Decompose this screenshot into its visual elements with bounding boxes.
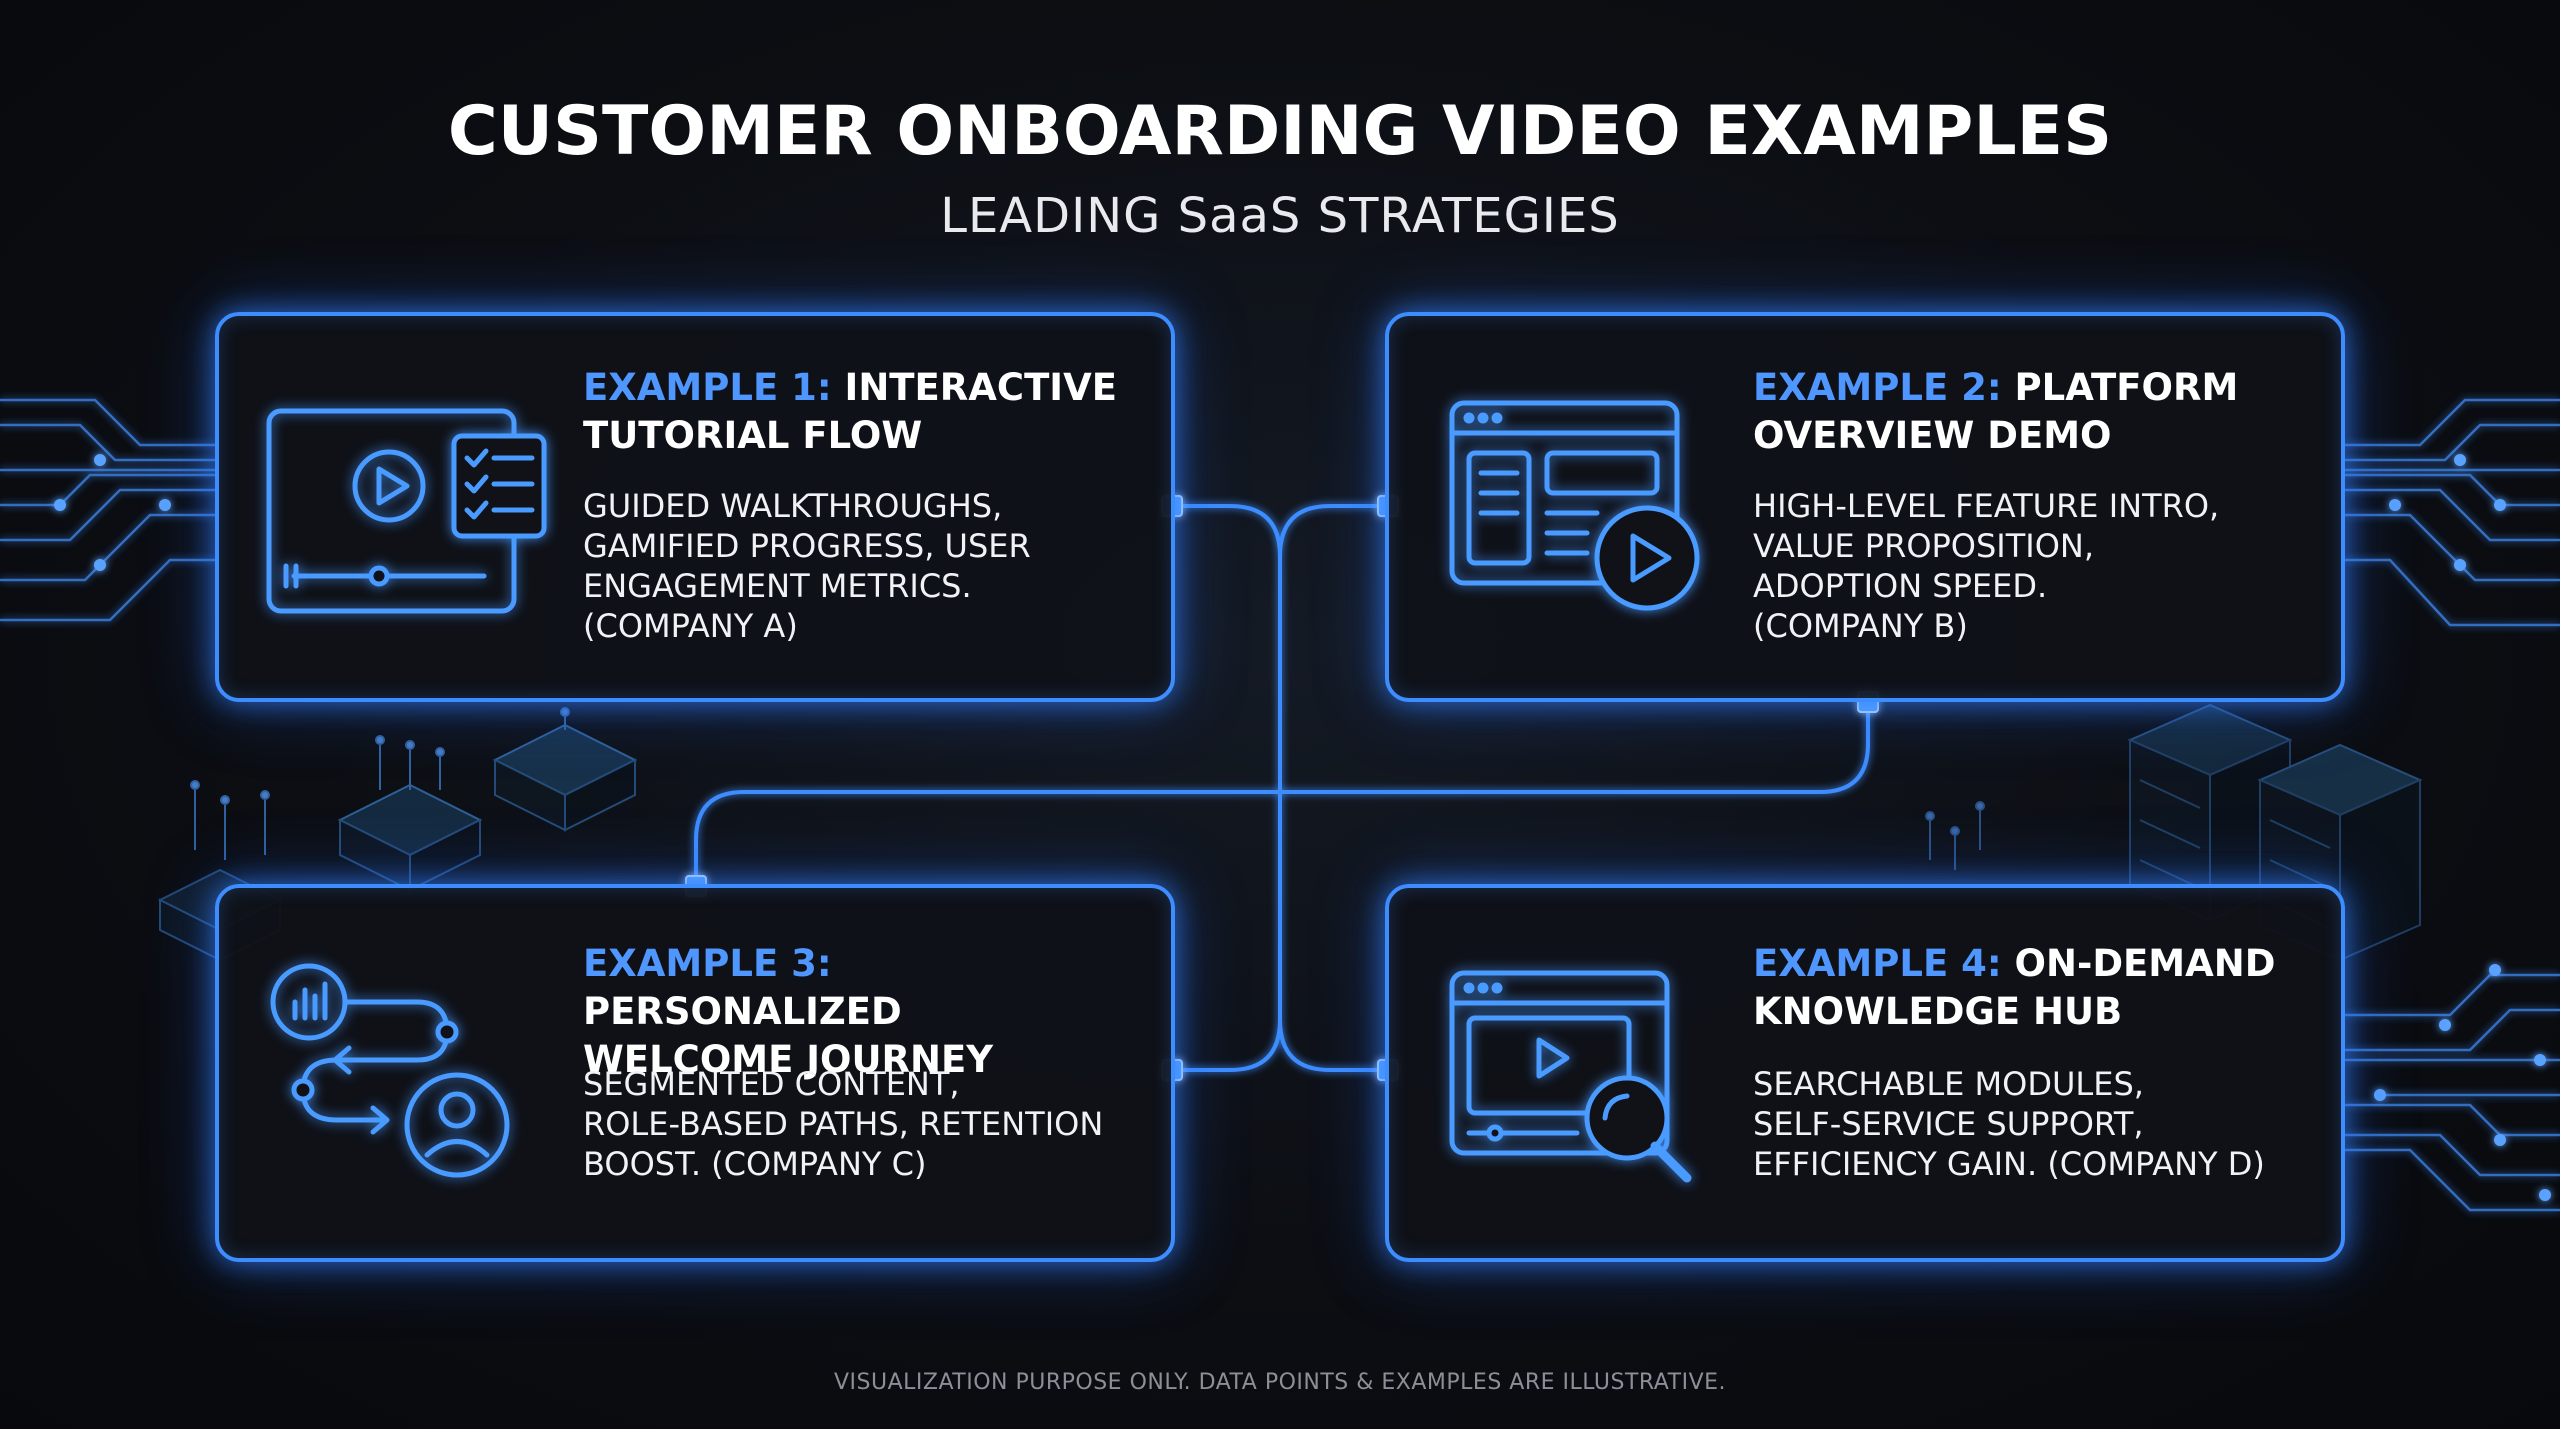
card-3-description: SEGMENTED CONTENT, ROLE-BASED PATHS, RET… [583, 1064, 1163, 1184]
circuit-traces-right-bottom [2345, 973, 2560, 1212]
server-racks-right [1925, 703, 2423, 962]
user-journey-icon [270, 963, 510, 1178]
card-1-body-line: (COMPANY A) [583, 607, 798, 645]
circuit-nodes-right-bottom [2374, 964, 2551, 1201]
card-4-body-line: EFFICIENCY GAIN. (COMPANY D) [1753, 1145, 2265, 1183]
example-card-4: EXAMPLE 4: ON-DEMAND KNOWLEDGE HUB SEARC… [1385, 884, 2345, 1262]
page-title: CUSTOMER ONBOARDING VIDEO EXAMPLES [447, 92, 2113, 171]
circuit-traces-left [0, 398, 215, 622]
example-card-1: EXAMPLE 1: INTERACTIVE TUTORIAL FLOW GUI… [215, 312, 1175, 702]
card-3-body-line: SEGMENTED CONTENT, [583, 1065, 960, 1103]
page-subtitle: LEADING SaaS STRATEGIES [940, 188, 1620, 244]
browser-play-icon [1449, 400, 1700, 611]
card-1-description: GUIDED WALKTHROUGHS, GAMIFIED PROGRESS, … [583, 486, 1163, 646]
video-checklist-icon [266, 408, 547, 614]
card-2-body-line: VALUE PROPOSITION, [1753, 527, 2095, 565]
card-4-body-line: SEARCHABLE MODULES, [1753, 1065, 2144, 1103]
card-3-body-line: BOOST. (COMPANY C) [583, 1145, 927, 1183]
card-2-body-line: (COMPANY B) [1753, 607, 1968, 645]
circuit-nodes-right-top [2389, 454, 2506, 571]
card-2-title-line1: PLATFORM [2014, 366, 2239, 409]
card-4-heading: EXAMPLE 4: ON-DEMAND KNOWLEDGE HUB [1753, 940, 2313, 1036]
card-1-title-line2: TUTORIAL FLOW [583, 414, 923, 457]
card-3-body-line: ROLE-BASED PATHS, RETENTION [583, 1105, 1104, 1143]
connector-lines [694, 504, 1870, 1072]
card-1-heading: EXAMPLE 1: INTERACTIVE TUTORIAL FLOW [583, 364, 1143, 460]
example-card-3: EXAMPLE 3: PERSONALIZED WELCOME JOURNEY … [215, 884, 1175, 1262]
card-4-body-line: SELF-SERVICE SUPPORT, [1753, 1105, 2144, 1143]
card-3-heading: EXAMPLE 3: PERSONALIZED WELCOME JOURNEY [583, 940, 1143, 1084]
card-1-label: EXAMPLE 1: [583, 366, 832, 409]
card-4-label: EXAMPLE 4: [1753, 942, 2002, 985]
card-3-title-line1: PERSONALIZED [583, 990, 902, 1033]
circuit-nodes-left [54, 454, 171, 571]
card-2-heading: EXAMPLE 2: PLATFORM OVERVIEW DEMO [1753, 364, 2313, 460]
card-1-body-line: GAMIFIED PROGRESS, USER [583, 527, 1031, 565]
example-card-2: EXAMPLE 2: PLATFORM OVERVIEW DEMO HIGH-L… [1385, 312, 2345, 702]
card-4-description: SEARCHABLE MODULES, SELF-SERVICE SUPPORT… [1753, 1064, 2333, 1184]
circuit-traces-right-top [2345, 398, 2560, 627]
card-2-label: EXAMPLE 2: [1753, 366, 2002, 409]
card-2-body-line: ADOPTION SPEED. [1753, 567, 2048, 605]
search-video-icon [1449, 970, 1692, 1183]
card-3-label: EXAMPLE 3: [583, 942, 832, 985]
card-2-description: HIGH-LEVEL FEATURE INTRO, VALUE PROPOSIT… [1753, 486, 2333, 646]
card-4-title-line1: ON-DEMAND [2014, 942, 2276, 985]
card-3-title-line2: WELCOME JOURNEY [583, 1038, 994, 1081]
footnote: VISUALIZATION PURPOSE ONLY. DATA POINTS … [833, 1370, 1727, 1395]
card-1-title-line1: INTERACTIVE [844, 366, 1117, 409]
card-1-body-line: ENGAGEMENT METRICS. [583, 567, 972, 605]
card-2-title-line2: OVERVIEW DEMO [1753, 414, 2112, 457]
card-2-body-line: HIGH-LEVEL FEATURE INTRO, [1753, 487, 2220, 525]
card-4-title-line2: KNOWLEDGE HUB [1753, 990, 2123, 1033]
card-1-body-line: GUIDED WALKTHROUGHS, [583, 487, 1003, 525]
